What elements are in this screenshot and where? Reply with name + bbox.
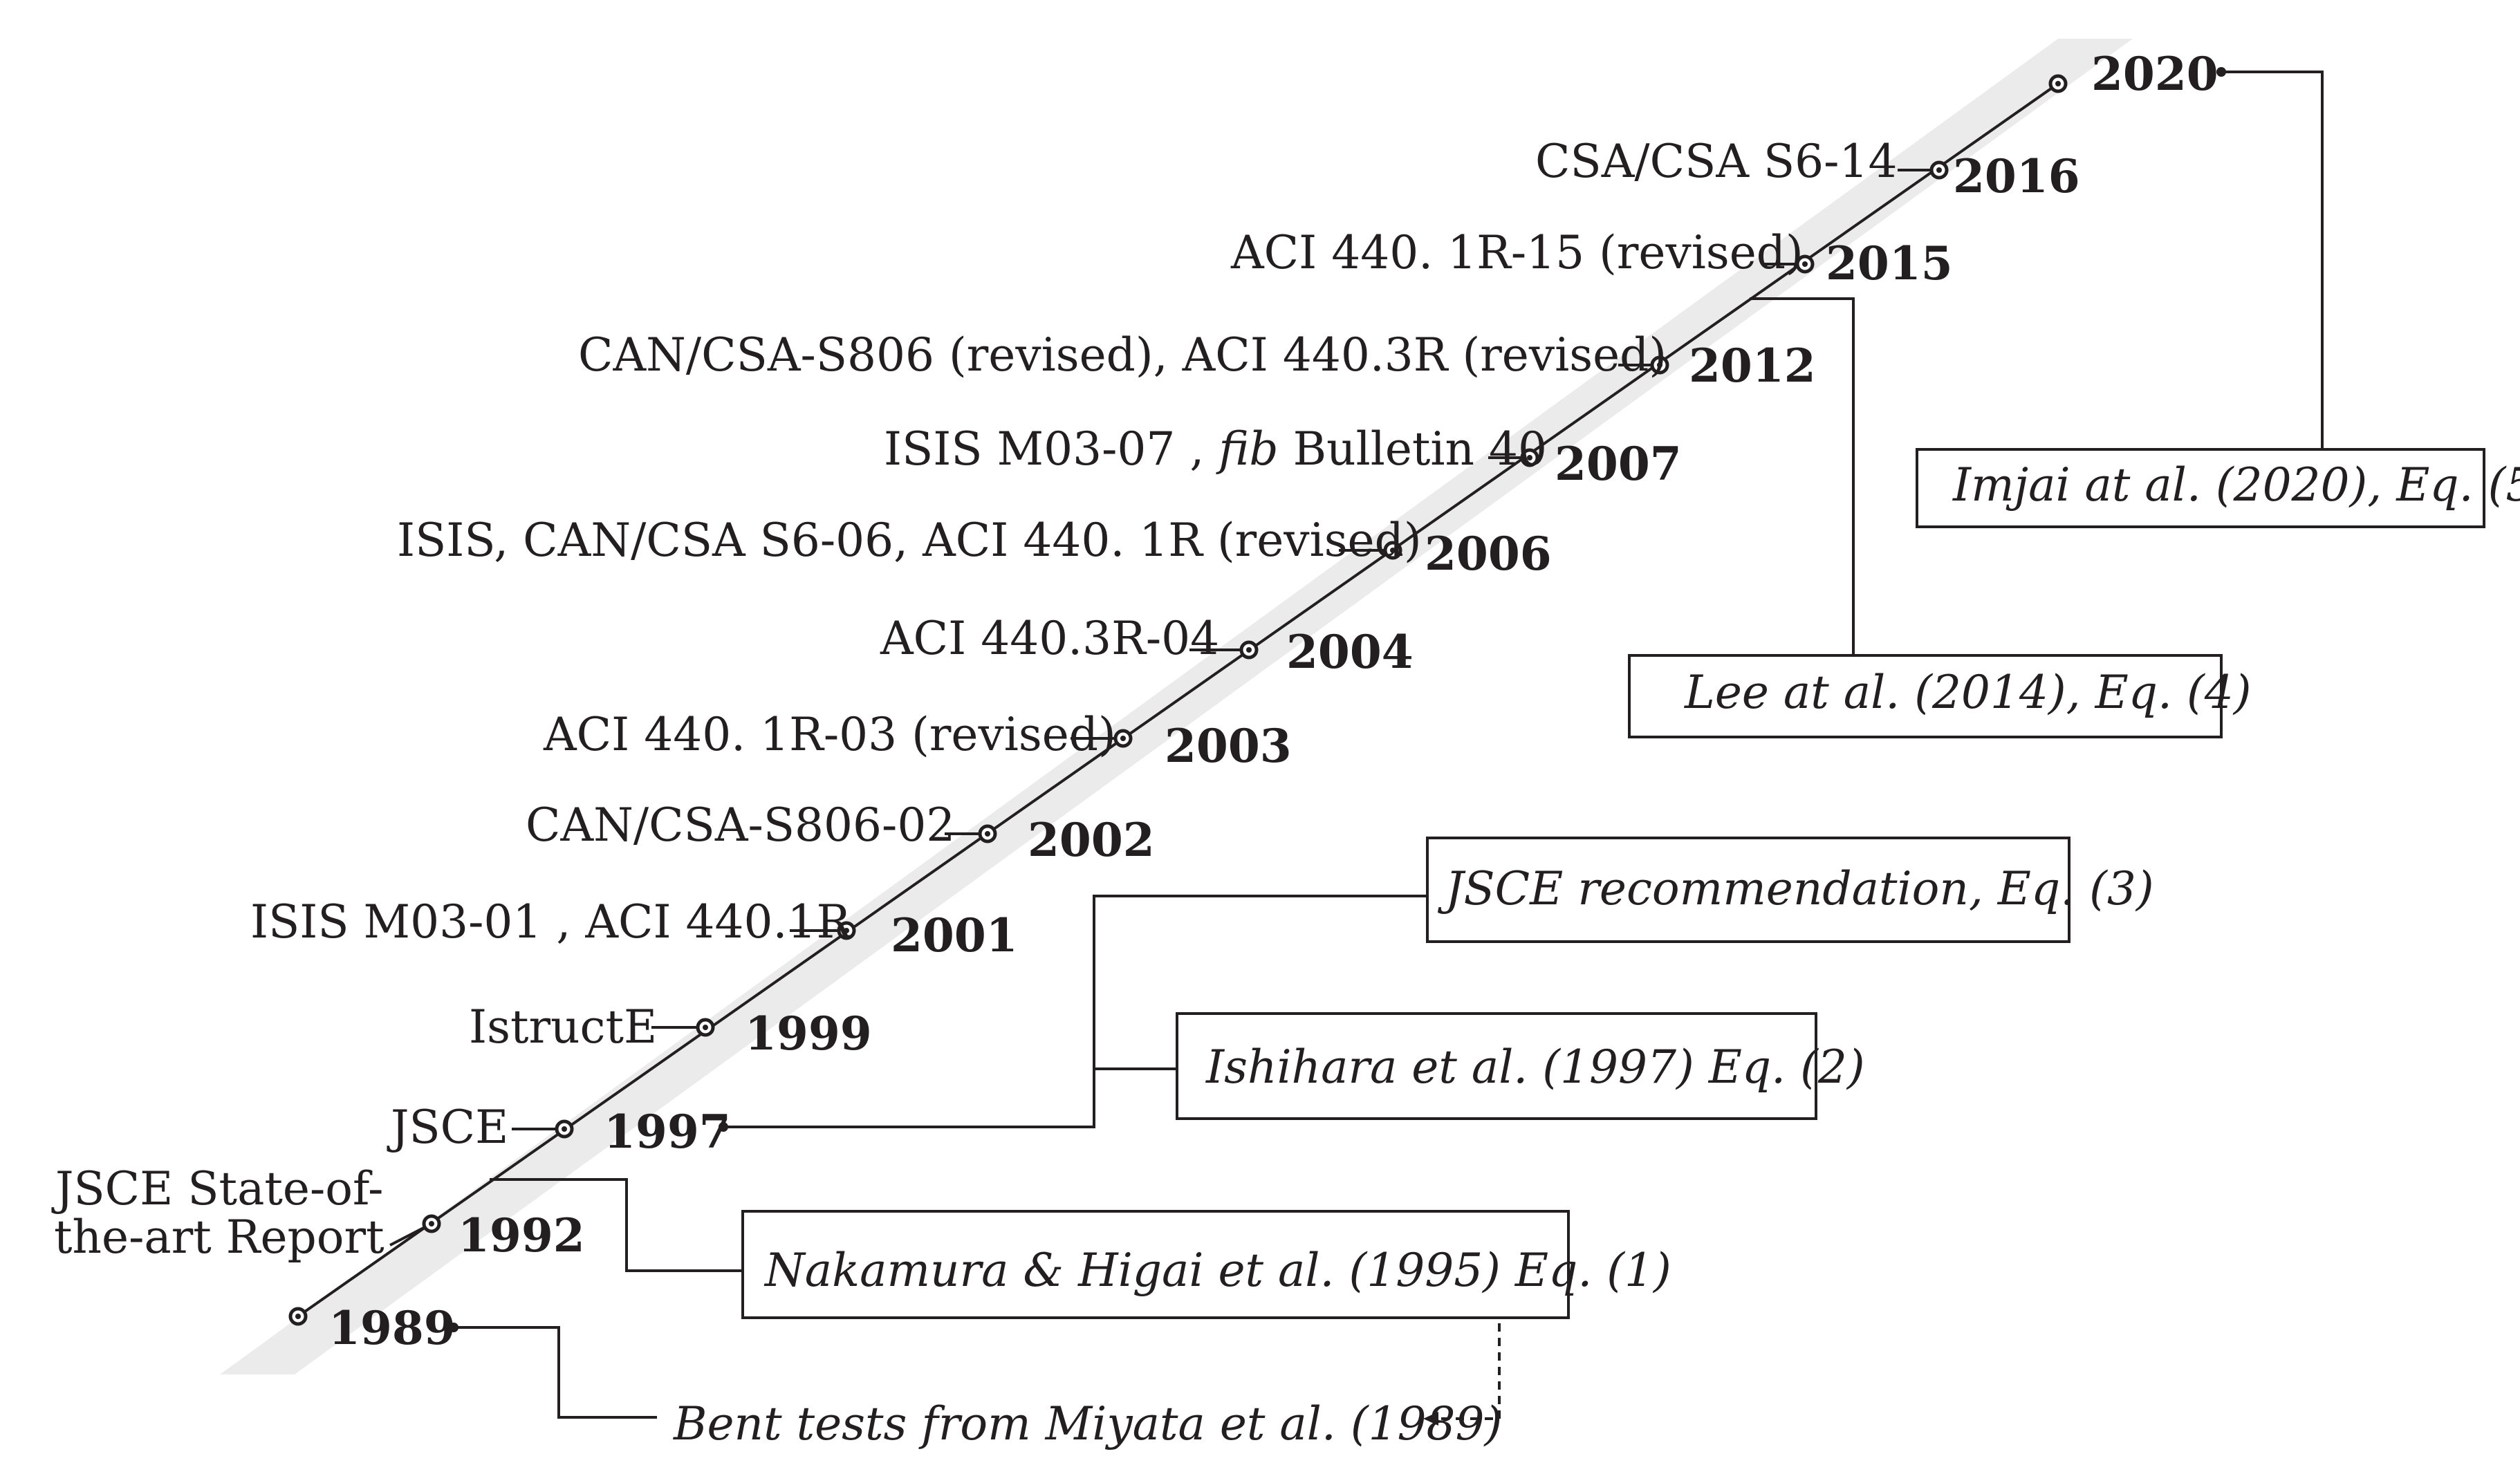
standard-label: CAN/CSA-S806-02 — [526, 799, 955, 852]
connector-ishihara-jsce — [719, 895, 1427, 1132]
milestone-2012: 2012 CAN/CSA-S806 (revised), ACI 440.3R … — [578, 328, 1816, 393]
standard-label: ACI 440.3R-04 — [880, 612, 1219, 665]
standard-label: CSA/CSA S6-14 — [1535, 135, 1897, 188]
timeline-axis — [297, 82, 2059, 1318]
milestone-1997: 1997 JSCE — [387, 1101, 731, 1159]
connector-lee — [1750, 297, 1855, 655]
year-label: 1992 — [458, 1209, 585, 1262]
year-label: 2001 — [891, 908, 1018, 962]
svg-text:Ishihara et al. (1997) Eq. (2): Ishihara et al. (1997) Eq. (2) — [1205, 1041, 1865, 1094]
milestone-2020: 2020 — [2048, 47, 2218, 101]
standard-label: JSCE — [387, 1101, 508, 1154]
reference-jsce-box: JSCE recommendation, Eq. (3) — [1426, 837, 2154, 943]
standard-label: CAN/CSA-S806 (revised), ACI 440.3R (revi… — [578, 328, 1667, 382]
connector-miyata — [449, 1323, 657, 1419]
milestone-marker — [696, 1018, 715, 1037]
milestone-1992: 1992 JSCE State-of- the-art Report — [51, 1162, 585, 1264]
milestone-marker — [1795, 254, 1815, 274]
year-label: 1997 — [604, 1105, 731, 1159]
milestone-marker — [1239, 640, 1259, 660]
standard-label: IstructE — [469, 1000, 657, 1054]
year-label: 1999 — [745, 1007, 872, 1061]
year-label: 2007 — [1555, 437, 1682, 491]
standard-label: ISIS M03-01 , ACI 440.1R — [250, 895, 852, 949]
milestone-marker — [422, 1214, 441, 1233]
milestone-marker — [1383, 541, 1402, 560]
milestone-2015: 2015 ACI 440. 1R-15 (revised) — [1230, 226, 1953, 290]
standard-label: JSCE State-of- — [51, 1162, 383, 1215]
milestone-2016: 2016 CSA/CSA S6-14 — [1535, 135, 2080, 203]
milestone-marker — [1520, 448, 1539, 467]
milestone-2001: 2001 ISIS M03-01 , ACI 440.1R — [250, 895, 1018, 962]
year-label: 2020 — [2091, 47, 2218, 101]
milestone-2002: 2002 CAN/CSA-S806-02 — [526, 799, 1155, 867]
svg-text:Nakamura & Higai et al. (1995): Nakamura & Higai et al. (1995) Eq. (1) — [763, 1244, 1671, 1297]
svg-text:JSCE recommendation, Eq. (3): JSCE recommendation, Eq. (3) — [1437, 862, 2154, 915]
reference-nakamura-box: Nakamura & Higai et al. (1995) Eq. (1) — [741, 1210, 1671, 1319]
milestone-2003: 2003 ACI 440. 1R-03 (revised) — [543, 708, 1292, 773]
milestone-2007: 2007 ISIS M03-07 , fib Bulletin 40 — [884, 422, 1682, 491]
milestone-1999: 1999 IstructE — [469, 1000, 872, 1061]
milestone-marker — [1113, 729, 1133, 748]
milestone-marker — [978, 824, 997, 843]
year-label: 2012 — [1689, 339, 1816, 393]
year-label: 2002 — [1028, 813, 1155, 867]
year-label: 2016 — [1953, 149, 2080, 203]
standard-label: ISIS, CAN/CSA S6-06, ACI 440. 1R (revise… — [397, 514, 1422, 567]
connector-imjai — [2216, 67, 2324, 449]
milestone-marker — [288, 1307, 308, 1326]
dashed-arrow — [1423, 1323, 1501, 1426]
year-label: 2015 — [1826, 236, 1953, 290]
milestone-2004: 2004 ACI 440.3R-04 — [880, 612, 1414, 679]
standard-label: ACI 440. 1R-03 (revised) — [543, 708, 1116, 761]
milestone-marker — [1650, 355, 1669, 375]
year-label: 2006 — [1425, 527, 1552, 581]
standard-label: ISIS M03-07 , fib Bulletin 40 — [884, 422, 1547, 476]
reference-ishihara-box: Ishihara et al. (1997) Eq. (2) — [1176, 1012, 1865, 1120]
milestone-marker — [555, 1119, 574, 1139]
connector-nakamura — [490, 1178, 743, 1272]
milestone-marker — [2048, 74, 2068, 93]
svg-text:Imjai at al. (2020), Eq. (5): Imjai at al. (2020), Eq. (5) — [1952, 458, 2520, 512]
reference-miyata: Bent tests from Miyata et al. (1989) — [673, 1397, 1502, 1450]
standard-label: ACI 440. 1R-15 (revised) — [1230, 226, 1804, 279]
svg-text:Bent tests from Miyata et al.: Bent tests from Miyata et al. (1989) — [673, 1397, 1502, 1450]
reference-imjai-box: Imjai at al. (2020), Eq. (5) — [1916, 448, 2520, 528]
milestone-marker — [837, 921, 856, 940]
year-label: 2003 — [1165, 719, 1292, 773]
milestone-2006: 2006 ISIS, CAN/CSA S6-06, ACI 440. 1R (r… — [397, 514, 1552, 581]
reference-lee-box: Lee at al. (2014), Eq. (4) — [1628, 654, 2252, 738]
standard-label: the-art Report — [54, 1211, 385, 1264]
milestone-marker — [1929, 160, 1949, 180]
milestone-1989: 1989 — [288, 1301, 456, 1355]
svg-text:Lee at al. (2014), Eq. (4): Lee at al. (2014), Eq. (4) — [1684, 666, 2252, 719]
year-label: 1989 — [328, 1301, 456, 1355]
year-label: 2004 — [1286, 625, 1414, 679]
